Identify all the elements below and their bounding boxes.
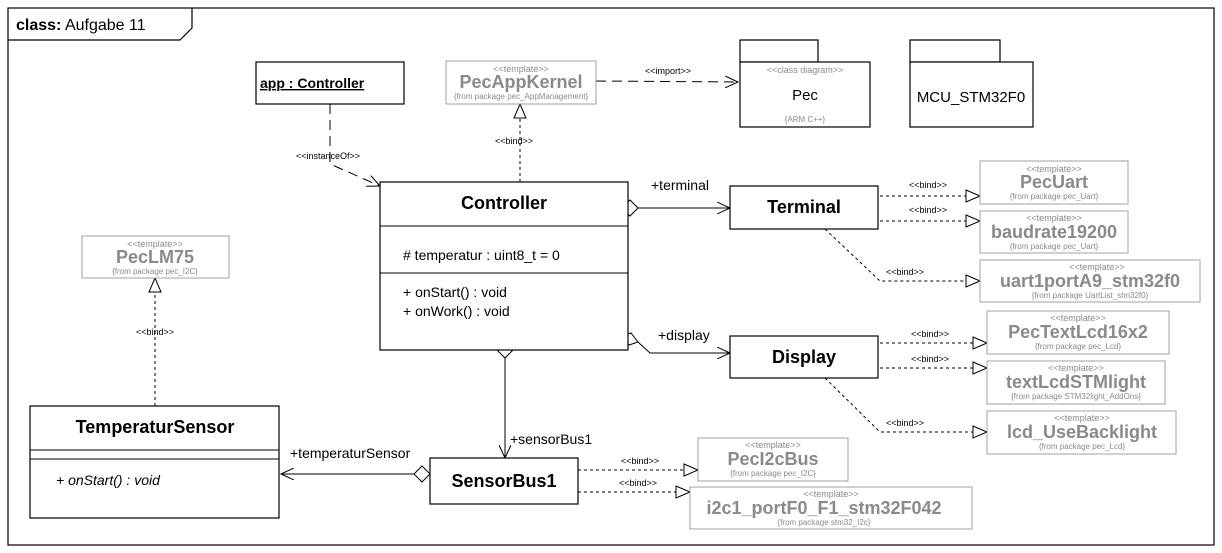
template-pectextlcd[interactable]: <<template>> PecTextLcd16x2 {from packag…	[986, 310, 1170, 355]
sensorbus-bind-label-1: <<bind>>	[621, 456, 659, 466]
template-name: PecUart	[1020, 172, 1088, 192]
template-name: lcd_UseBacklight	[1007, 422, 1157, 442]
sensorbus-role-label: +sensorBus1	[510, 431, 592, 447]
class-name: SensorBus1	[451, 471, 556, 491]
class-name: Terminal	[767, 197, 841, 217]
instanceof-label: <<instanceOf>>	[296, 151, 360, 161]
class-operation: + onStart() : void	[56, 472, 161, 488]
template-lcdusebacklight[interactable]: <<template>> lcd_UseBacklight {from pack…	[986, 410, 1177, 455]
instance-label: app : Controller	[260, 75, 365, 91]
app-controller-instance[interactable]: app : Controller	[255, 61, 405, 105]
import-label: <<import>>	[645, 66, 691, 76]
template-from: {from package pec_I2C}	[112, 267, 198, 276]
template-from: {from package UartList_stm32f0}	[1032, 291, 1149, 300]
template-i2c1port[interactable]: <<template>> i2c1_portF0_F1_stm32F042 {f…	[689, 486, 973, 530]
tempsensor-aggregation-diamond	[413, 465, 431, 483]
template-stereotype: <<template>>	[1026, 213, 1082, 223]
class-terminal[interactable]: Terminal	[729, 185, 879, 230]
template-from: {from package stm32_I2c}	[778, 518, 871, 527]
display-bind-label-1: <<bind>>	[911, 329, 949, 339]
template-stereotype: <<template>>	[1069, 262, 1125, 272]
template-uart1port[interactable]: <<template>> uart1portA9_stm32f0 {from p…	[979, 259, 1201, 303]
template-pecuart[interactable]: <<template>> PecUart {from package pec_U…	[979, 160, 1129, 205]
template-from: {from package pec_Uart}	[1010, 242, 1099, 251]
template-stereotype: <<template>>	[1050, 313, 1106, 323]
class-sensorbus[interactable]: SensorBus1	[429, 457, 579, 505]
controller-bind-label: <<bind>>	[495, 136, 533, 146]
sensorbus-bind-label-2: <<bind>>	[619, 478, 657, 488]
display-bind-label-3: <<bind>>	[886, 418, 924, 428]
terminal-role-label: +terminal	[651, 177, 709, 193]
class-attribute: # temperatur : uint8_t = 0	[403, 247, 560, 263]
display-bind-label-2: <<bind>>	[911, 354, 949, 364]
template-from: {from package pec_I2C}	[730, 469, 816, 478]
terminal-bind-label-2: <<bind>>	[909, 205, 947, 215]
template-name: i2c1_portF0_F1_stm32F042	[706, 498, 941, 518]
template-name: baudrate19200	[991, 222, 1117, 242]
diagram-frame: class: Aufgabe 11	[7, 7, 1215, 546]
tempsensor-bind-label: <<bind>>	[136, 327, 174, 337]
template-from: {from package pec_Uart}	[1010, 192, 1099, 201]
class-operation: + onWork() : void	[403, 303, 510, 319]
display-role-label: +display	[658, 327, 710, 343]
template-name: textLcdSTMlight	[1006, 372, 1146, 392]
terminal-bind-label-3: <<bind>>	[886, 267, 924, 277]
template-stereotype: <<template>>	[127, 239, 183, 249]
class-name: TemperaturSensor	[76, 417, 235, 437]
template-stereotype: <<template>>	[493, 64, 549, 74]
template-baudrate19200[interactable]: <<template>> baudrate19200 {from package…	[979, 210, 1129, 254]
template-pecappkernel[interactable]: <<template>> PecAppKernel {from package …	[445, 60, 597, 105]
template-name: PecTextLcd16x2	[1008, 322, 1148, 342]
template-name: PecAppKernel	[459, 72, 582, 92]
template-from: {from package pec_AppManagement}	[454, 92, 589, 101]
template-name: PecI2cBus	[727, 449, 818, 469]
package-name: Pec	[792, 87, 818, 104]
package-stereotype: <<class diagram>>	[767, 65, 844, 75]
template-from: {from package pec_Lcd}	[1039, 442, 1126, 451]
class-name: Controller	[461, 193, 547, 213]
template-peci2cbus[interactable]: <<template>> PecI2cBus {from package pec…	[697, 437, 849, 482]
template-from: {from package STM32light_AddOns}	[1011, 392, 1141, 401]
frame-label: class: Aufgabe 11	[16, 17, 146, 34]
template-peclm75[interactable]: <<template>> PecLM75 {from package pec_I…	[81, 235, 230, 279]
class-name: Display	[772, 347, 836, 367]
instanceof-dependency	[329, 104, 380, 186]
template-from: {from package pec_Lcd}	[1035, 342, 1122, 351]
template-stereotype: <<template>>	[1048, 363, 1104, 373]
package-note: {ARM C++}	[785, 115, 826, 124]
template-textlcdstmlight[interactable]: <<template>> textLcdSTMlight {from packa…	[986, 360, 1166, 405]
import-dependency	[595, 81, 738, 82]
template-stereotype: <<template>>	[1026, 164, 1082, 174]
class-controller[interactable]: Controller # temperatur : uint8_t = 0 + …	[379, 181, 629, 351]
display-bind-backlight	[824, 377, 987, 432]
template-stereotype: <<template>>	[745, 440, 801, 450]
class-temperatursensor[interactable]: TemperaturSensor + onStart() : void	[29, 405, 280, 519]
tempsensor-role-label: +temperaturSensor	[290, 445, 411, 461]
package-pec[interactable]: <<class diagram>> Pec {ARM C++}	[739, 39, 871, 128]
class-display[interactable]: Display	[729, 335, 879, 379]
display-association	[637, 341, 730, 353]
template-name: PecLM75	[116, 247, 194, 267]
package-mcu[interactable]: MCU_STM32F0	[909, 39, 1034, 128]
terminal-bind-label-1: <<bind>>	[909, 180, 947, 190]
package-name: MCU_STM32F0	[917, 89, 1025, 106]
class-operation: + onStart() : void	[403, 284, 507, 300]
template-name: uart1portA9_stm32f0	[1000, 271, 1180, 291]
template-stereotype: <<template>>	[1054, 413, 1110, 423]
template-stereotype: <<template>>	[803, 489, 859, 499]
terminal-bind-uart1port	[824, 228, 980, 281]
